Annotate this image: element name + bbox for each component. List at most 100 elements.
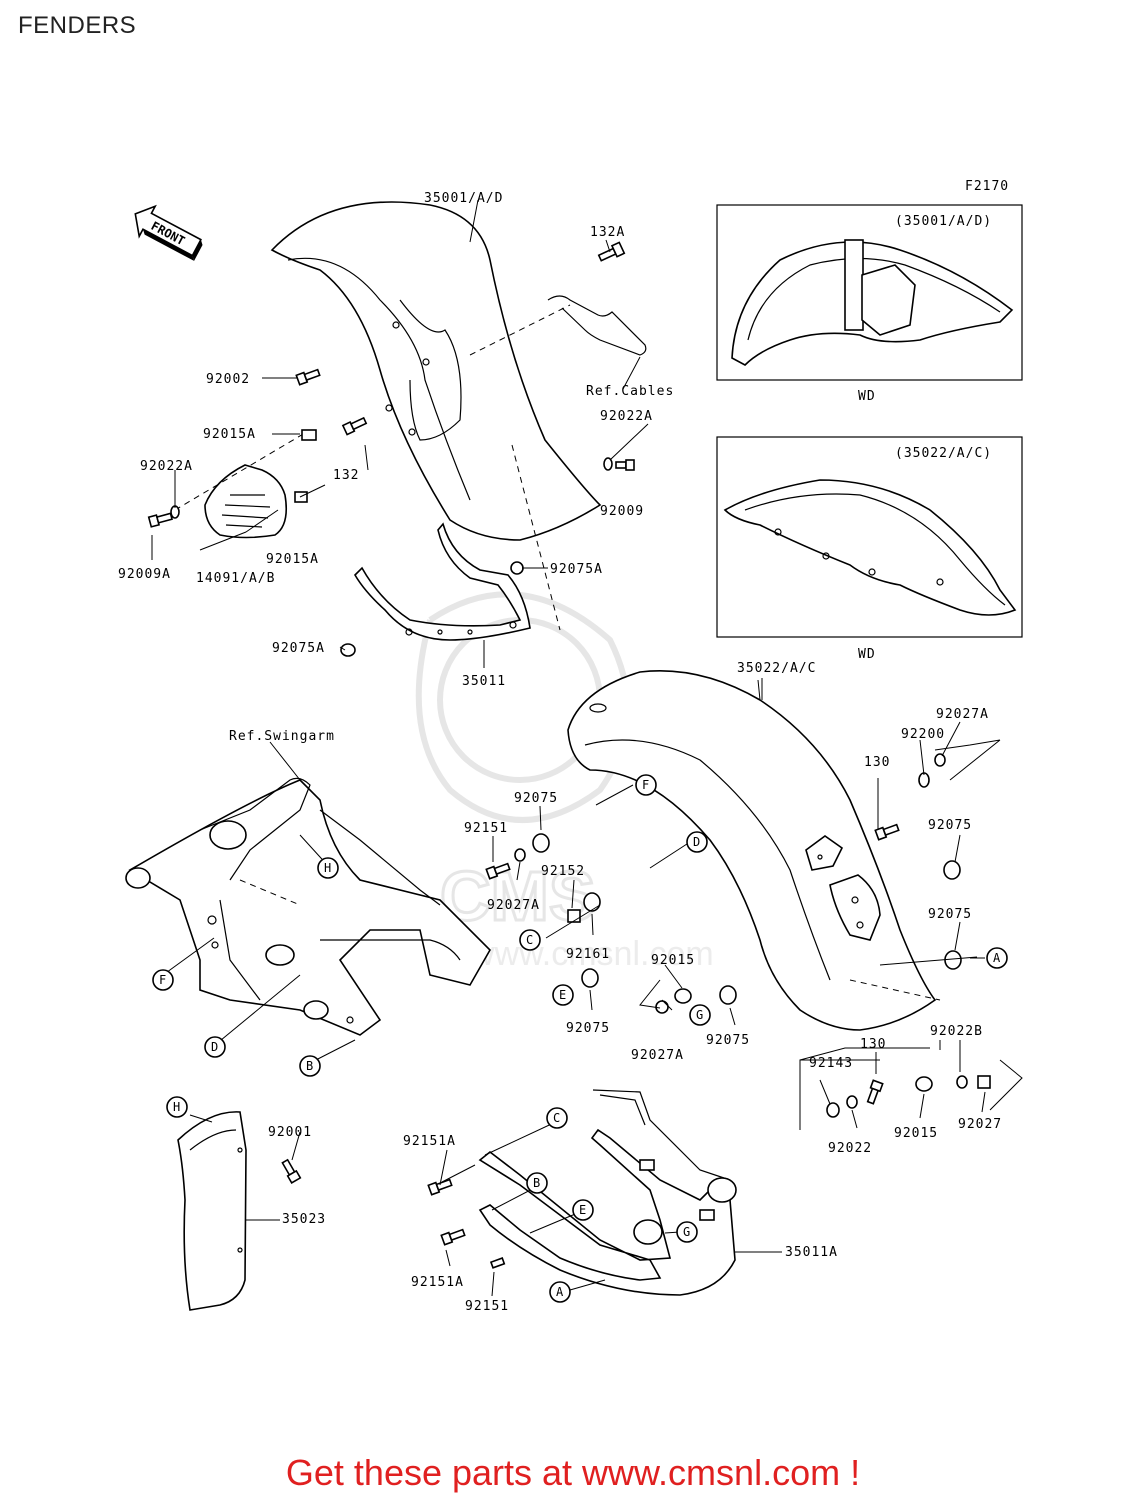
bolt-132 — [341, 416, 368, 436]
inset-rear-fender: (35022/A/C) — [716, 436, 1023, 638]
part-label: 92027 — [958, 1117, 1002, 1132]
part-label: 14091/A/B — [196, 571, 275, 586]
bolt-92009 — [615, 459, 635, 471]
part-label: 35011 — [462, 674, 506, 689]
front-arrow: FRONT — [134, 204, 203, 261]
inset-front-caption: WD — [858, 389, 876, 404]
part-label: 92027A — [936, 707, 989, 722]
collar-92152 — [567, 909, 581, 923]
ref-marker-d-swing: D — [204, 1036, 226, 1058]
inset-front-fender: (35001/A/D) — [716, 204, 1023, 381]
inset-rear-caption: WD — [858, 647, 876, 662]
bolt-130-top — [874, 823, 900, 841]
bolt-92002 — [295, 368, 321, 386]
svg-text:B: B — [533, 1176, 540, 1190]
ref-marker-d-top: D — [686, 831, 708, 853]
ref-marker-e-brace: E — [572, 1199, 594, 1221]
washer-92027a-c — [934, 753, 946, 767]
ref-marker-b-swing: B — [299, 1055, 321, 1077]
part-label: 130 — [860, 1037, 886, 1052]
part-label: 92015 — [894, 1126, 938, 1141]
svg-text:www.cmsnl.com: www.cmsnl.com — [469, 935, 714, 973]
grommet-92075-e — [581, 968, 599, 988]
part-label: 92001 — [268, 1125, 312, 1140]
grommet-92075-g — [719, 985, 737, 1005]
ref-marker-c-mid: C — [519, 929, 541, 951]
bolt-92009a — [147, 512, 174, 528]
ref-marker-h-flap: H — [166, 1096, 188, 1118]
grommet-92075-right — [943, 860, 961, 880]
nut-92015-b — [915, 1076, 933, 1092]
grommet-92075-a — [944, 950, 962, 970]
svg-text:C: C — [553, 1111, 560, 1125]
cable-guide — [469, 295, 647, 356]
svg-text:G: G — [696, 1008, 703, 1022]
part-label: 92075 — [928, 907, 972, 922]
grommet-92075-f — [532, 833, 550, 853]
footer-link[interactable]: Get these parts at www.cmsnl.com ! — [285, 1452, 861, 1493]
ref-marker-g-brace: G — [676, 1221, 698, 1243]
part-label: 92075 — [928, 818, 972, 833]
ref-letter-markers: F D C E G A H F D B H C B E G A — [152, 774, 1008, 1303]
part-label: 92022B — [930, 1024, 983, 1039]
bolt-92001 — [281, 1158, 302, 1184]
collar-92015a-top — [301, 429, 317, 441]
inset-rear-title: (35022/A/C) — [895, 446, 992, 461]
part-label: 92152 — [541, 864, 585, 879]
part-label: 92200 — [901, 727, 945, 742]
fenders-parts-diagram: CMS www.cmsnl.com F2170 FRONT — [118, 179, 1023, 1314]
front-fender-brace — [353, 444, 561, 641]
nut-92143 — [826, 1102, 840, 1118]
bolt-130-bottom — [866, 1079, 884, 1105]
ref-marker-g-mid: G — [689, 1004, 711, 1026]
svg-text:C: C — [526, 933, 533, 947]
bolt-92151-bottom — [489, 1257, 506, 1269]
svg-text:E: E — [579, 1203, 586, 1217]
part-label: 35023 — [282, 1212, 326, 1227]
washer-92022a-right — [603, 457, 613, 471]
rear-fender — [567, 670, 941, 1031]
part-label: 92022A — [600, 409, 653, 424]
collar-92027 — [977, 1075, 991, 1089]
svg-text:D: D — [693, 835, 700, 849]
inset-front-title: (35001/A/D) — [895, 214, 992, 229]
svg-text:F: F — [642, 778, 649, 792]
ref-marker-f-top: F — [635, 774, 657, 796]
washer-92027a — [514, 848, 526, 862]
part-label: 92151 — [465, 1299, 509, 1314]
ref-marker-c-brace: C — [546, 1107, 568, 1129]
part-label: 35001/A/D — [424, 191, 503, 206]
page-title: FENDERS — [18, 12, 137, 39]
washer-92027a-b — [655, 1000, 669, 1014]
part-label: 92075A — [272, 641, 325, 656]
part-label: 92022 — [828, 1141, 872, 1156]
svg-text:G: G — [683, 1225, 690, 1239]
part-label: 92015 — [651, 953, 695, 968]
part-label: 92075 — [566, 1021, 610, 1036]
part-label: 92027A — [631, 1048, 684, 1063]
part-label: 92075 — [514, 791, 558, 806]
part-label: 92015A — [266, 552, 319, 567]
ref-marker-f-swing: F — [152, 969, 174, 991]
part-label: 92015A — [203, 427, 256, 442]
part-label: 92009 — [600, 504, 644, 519]
bolt-92151a-top — [427, 1178, 453, 1196]
part-label: 92161 — [566, 947, 610, 962]
ref-marker-h-swing: H — [317, 857, 339, 879]
fasteners — [147, 241, 991, 1269]
part-label: 92075 — [706, 1033, 750, 1048]
part-label: 92022A — [140, 459, 193, 474]
ref-marker-a-right: A — [986, 947, 1008, 969]
ref-cables-label: Ref.Cables — [586, 384, 674, 399]
part-label: 35011A — [785, 1245, 838, 1260]
front-fender — [270, 201, 602, 541]
svg-text:A: A — [993, 951, 1001, 965]
part-label: 130 — [864, 755, 890, 770]
part-label: 132 — [333, 468, 359, 483]
side-cover — [174, 429, 311, 539]
svg-text:H: H — [173, 1100, 180, 1114]
watermark-logo: CMS www.cmsnl.com — [415, 591, 714, 973]
washer-92022b — [956, 1075, 968, 1089]
washer-92200 — [918, 772, 930, 788]
leader-lines — [151, 199, 1023, 1297]
